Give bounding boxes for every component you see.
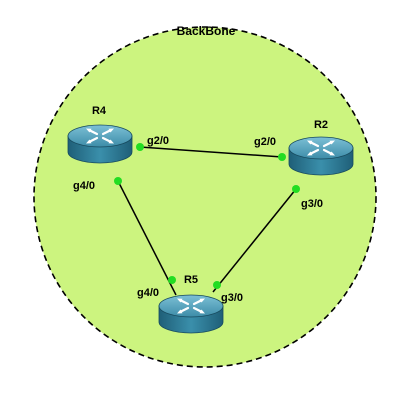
router-r4[interactable]: R4 [67,105,133,164]
iface-label-r4-g4: g4/0 [73,180,95,192]
router-icon [288,136,354,176]
link-r4-r5[interactable] [117,180,177,296]
link-r4-r2[interactable] [139,146,283,158]
port-dot-r5-g4 [168,276,176,284]
router-r2[interactable]: R2 [288,119,354,176]
iface-label-r5-g3: g3/0 [221,292,243,304]
router-icon [158,294,224,334]
port-dot-r4-g4 [114,177,122,185]
link-r2-r5[interactable] [212,188,297,293]
iface-label-r2-g3: g3/0 [301,198,323,210]
iface-label-r2-g2: g2/0 [254,136,276,148]
port-dot-r4-g2 [136,143,144,151]
iface-label-r5-g4: g4/0 [137,287,159,299]
router-r5[interactable]: R5 [158,274,224,334]
port-dot-r2-g2 [278,153,286,161]
links [117,146,297,296]
router-label-r5: R5 [184,274,198,286]
router-label-r4: R4 [92,105,107,117]
router-icon [67,124,133,164]
backbone-area-label: BackBone [177,24,236,38]
router-label-r2: R2 [314,119,328,131]
port-dot-r5-g3 [213,281,221,289]
port-dot-r2-g3 [292,185,300,193]
iface-label-r4-g2: g2/0 [147,135,169,147]
port-dots [114,143,300,289]
backbone-area [33,26,377,368]
interface-labels: g2/0 g2/0 g4/0 g4/0 g3/0 g3/0 [73,135,323,304]
